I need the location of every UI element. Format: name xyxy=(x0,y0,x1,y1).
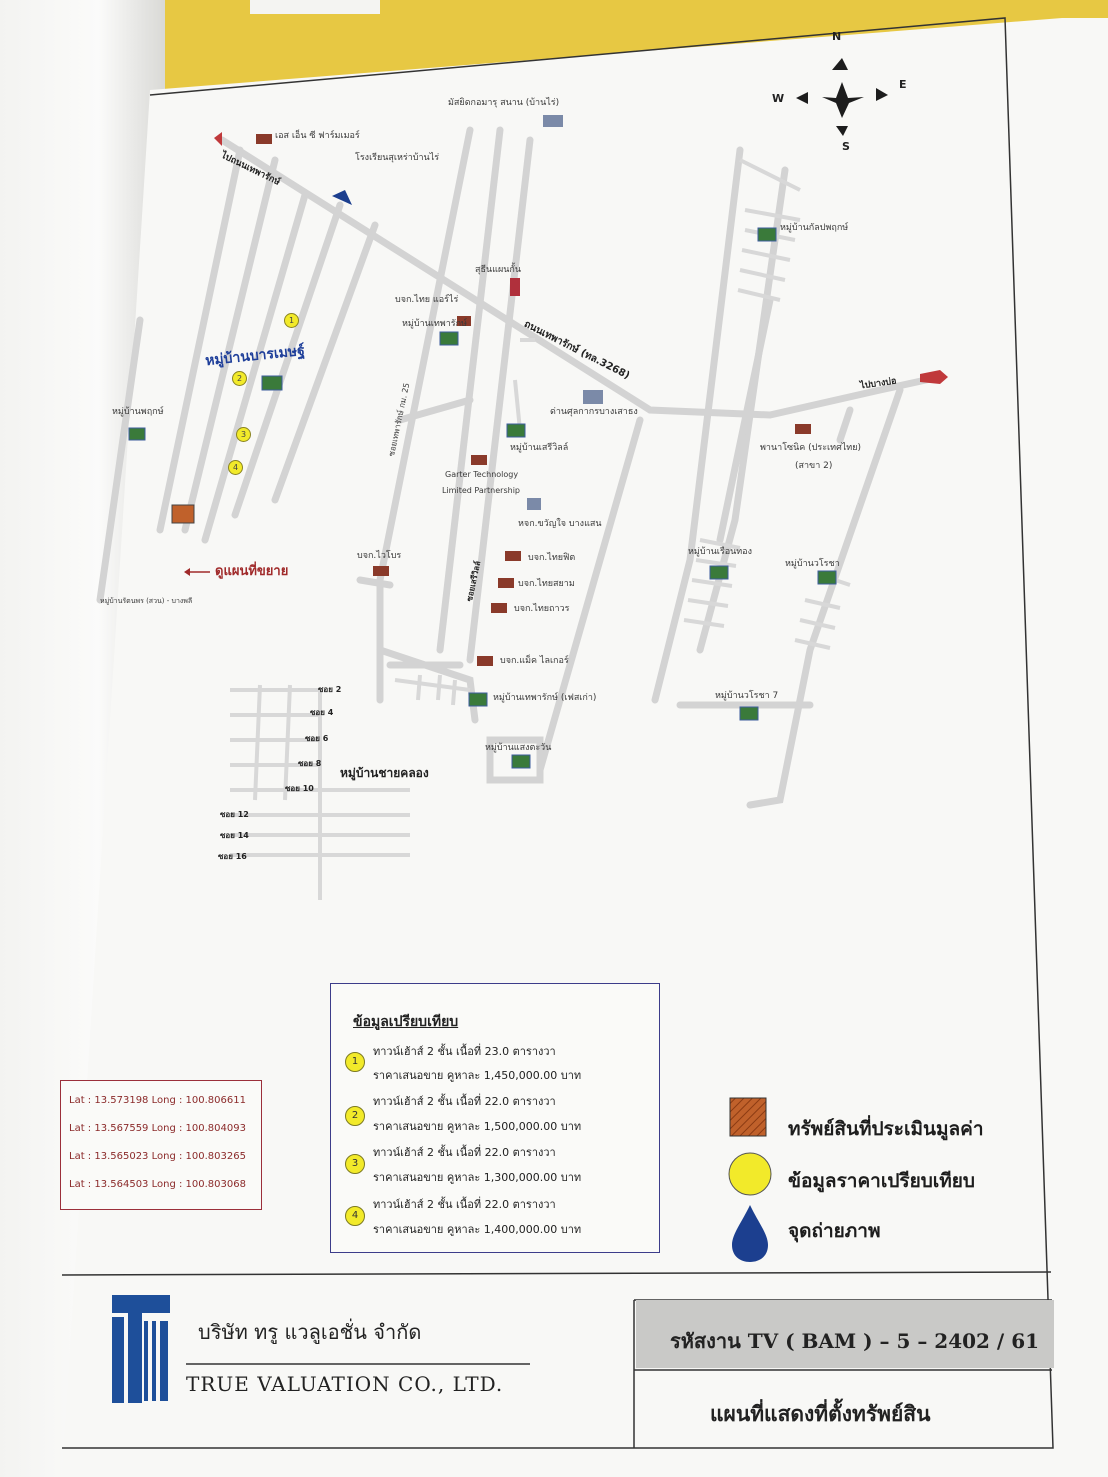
legend-line: ทาวน์เฮ้าส์ 2 ชั้น เนื้อที่ 22.0 ตารางวา xyxy=(373,1095,556,1108)
coordinates-box: Lat : 13.573198 Long : 100.806611 Lat : … xyxy=(60,1080,262,1210)
legend-line: ทาวน์เฮ้าส์ 2 ชั้น เนื้อที่ 22.0 ตารางวา xyxy=(373,1198,556,1211)
label-factory-max: บจก.แม็ค ไลเกอร์ xyxy=(500,656,569,666)
legend-line: ราคาเสนอขาย คูหาละ 1,450,000.00 บาท xyxy=(373,1069,582,1082)
label-factory-thaitharn: บจก.ไทยถาวร xyxy=(514,604,570,614)
label-garter-1: Garter Technology xyxy=(445,470,519,479)
compass-s: S xyxy=(842,140,850,153)
label-village-theparak: หมู่บ้านเทพารักษ์ xyxy=(402,319,467,329)
key-photo-label: จุดถ่ายภาพ xyxy=(788,1220,881,1242)
label-garter-2: Limited Partnership xyxy=(442,486,520,495)
legend-num-2: 2 xyxy=(345,1106,365,1126)
label-village-ruentong: หมู่บ้านเรือนทอง xyxy=(688,547,752,557)
soi-label: ซอย 16 xyxy=(218,852,247,861)
company-name-english: TRUE VALUATION CO., LTD. xyxy=(186,1372,504,1396)
job-code-panel xyxy=(636,1300,1054,1368)
comparison-point-4[interactable]: 4 xyxy=(228,460,243,475)
job-code: รหัสงาน TV ( BAM ) – 5 – 2402 / 61 xyxy=(670,1329,1040,1353)
label-village-left: หมู่บ้านพฤกษ์ xyxy=(112,407,164,417)
legend-line: ราคาเสนอขาย คูหาละ 1,300,000.00 บาท xyxy=(373,1171,582,1184)
legend-line: ราคาเสนอขาย คูหาละ 1,500,000.00 บาท xyxy=(373,1120,582,1133)
label-village-serivil: หมู่บ้านเสรีวิลล์ xyxy=(510,443,569,453)
comparison-point-2[interactable]: 2 xyxy=(232,371,247,386)
coord-line: Lat : 13.565023 Long : 100.803265 xyxy=(69,1151,246,1162)
label-left-bottom: หมู่บ้านรัตนพร (สวน) - บางพลี xyxy=(100,597,193,605)
label-sutin: สุธีนแผนกั้น xyxy=(475,265,521,275)
soi-label: ซอย 4 xyxy=(310,708,334,717)
legend-title: ข้อมูลเปรียบเทียบ xyxy=(353,1014,459,1030)
label-sn-farm: เอส เอ็น ซี ฟาร์มเมอร์ xyxy=(275,131,360,141)
comparison-legend: ข้อมูลเปรียบเทียบ 1 ทาวน์เฮ้าส์ 2 ชั้น เ… xyxy=(330,983,660,1253)
paper-scrap xyxy=(250,0,380,14)
label-factory-thaisiam: บจก.ไทยสยาม xyxy=(518,579,575,589)
label-village-worachat: หมู่บ้านวโรชา xyxy=(785,559,840,569)
legend-num-1: 1 xyxy=(345,1052,365,1072)
label-village-saengtawan: หมู่บ้านแสงตะวัน xyxy=(485,743,552,753)
label-village-chaikhlong: หมู่บ้านชายคลอง xyxy=(340,766,429,780)
label-police: ด่านศุลกากรบางเสาธง xyxy=(550,407,638,417)
soi-label: ซอย 6 xyxy=(305,734,329,743)
label-village-kanlapaphruek: หมู่บ้านกัลปพฤกษ์ xyxy=(780,223,849,233)
legend-line: ทาวน์เฮ้าส์ 2 ชั้น เนื้อที่ 22.0 ตารางวา xyxy=(373,1146,556,1159)
comparison-point-1[interactable]: 1 xyxy=(284,313,299,328)
soi-label: ซอย 10 xyxy=(285,784,314,793)
label-zoom-map[interactable]: ดูแผนที่ขยาย xyxy=(215,564,289,579)
soi-label: ซอย 12 xyxy=(220,810,249,819)
coord-line: Lat : 13.564503 Long : 100.803068 xyxy=(69,1179,246,1190)
label-factory-top: บจก.ไทย แอร์ไร่ xyxy=(395,295,459,305)
key-comparison-label: ข้อมูลราคาเปรียบเทียบ xyxy=(788,1170,975,1192)
compass-e: E xyxy=(899,78,907,91)
label-shop: หจก.ขวัญใจ บางแสน xyxy=(518,519,602,529)
legend-line: ราคาเสนอขาย คูหาละ 1,400,000.00 บาท xyxy=(373,1223,582,1236)
label-school: โรงเรียนสุเหร่าบ้านไร่ xyxy=(355,153,440,163)
comparison-point-3[interactable]: 3 xyxy=(236,427,251,442)
true-logo-icon xyxy=(112,1295,170,1403)
soi-label: ซอย 8 xyxy=(298,759,322,768)
coord-line: Lat : 13.567559 Long : 100.804093 xyxy=(69,1123,246,1134)
coord-line: Lat : 13.573198 Long : 100.806611 xyxy=(69,1095,246,1106)
soi-label: ซอย 2 xyxy=(318,685,342,694)
legend-line: ทาวน์เฮ้าส์ 2 ชั้น เนื้อที่ 23.0 ตารางวา xyxy=(373,1045,556,1058)
key-property-label: ทรัพย์สินที่ประเมินมูลค่า xyxy=(788,1118,984,1140)
document-page xyxy=(62,18,1108,1477)
label-mosque: มัสยิดกอมารุ สนาน (บ้านไร่) xyxy=(448,98,560,108)
label-village-worachat7: หมู่บ้านวโรชา 7 xyxy=(715,691,779,701)
compass-w: W xyxy=(772,92,785,105)
label-village-theparak-phase: หมู่บ้านเทพารักษ์ (เฟสเก่า) xyxy=(493,693,597,703)
compass-n: N xyxy=(832,30,842,43)
document-title: แผนที่แสดงที่ตั้งทรัพย์สิน xyxy=(710,1402,931,1426)
label-factory-thaifit: บจก.ไทยฟิต xyxy=(528,553,576,563)
company-name-thai: บริษัท ทรู แวลูเอชั่น จำกัด xyxy=(198,1320,422,1344)
label-factory-virobo: บจก.ไวโบร xyxy=(357,551,402,561)
label-panasonic-2: (สาขา 2) xyxy=(795,461,833,471)
legend-num-3: 3 xyxy=(345,1154,365,1174)
label-panasonic-1: พานาโซนิค (ประเทศไทย) xyxy=(760,443,862,453)
soi-label: ซอย 14 xyxy=(220,831,249,840)
legend-num-4: 4 xyxy=(345,1206,365,1226)
